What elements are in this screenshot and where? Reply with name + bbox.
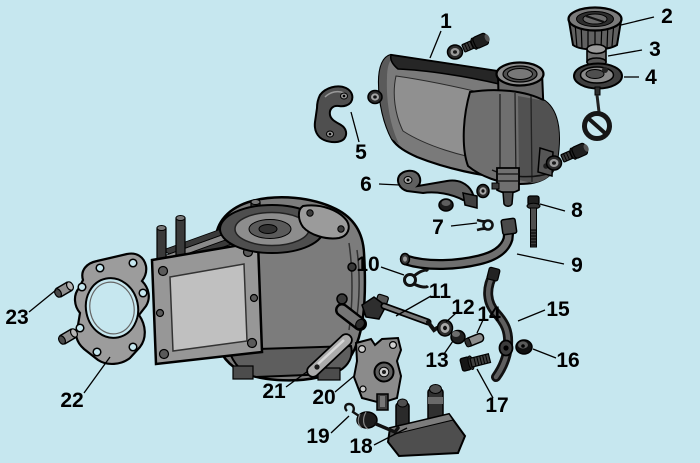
callout-23: 23	[5, 306, 28, 329]
washer-drawing	[436, 319, 454, 337]
callout-21: 21	[262, 380, 286, 403]
leader-line-1	[429, 30, 442, 59]
callout-17: 17	[485, 394, 508, 417]
hose-clamp-drawing	[403, 268, 430, 289]
tank-bolt-washer-right	[545, 142, 589, 171]
nut-drawing	[515, 339, 533, 355]
callout-13: 13	[425, 349, 448, 372]
carb-bolt-drawing	[526, 195, 541, 248]
clevis-pin-drawing	[464, 332, 485, 348]
control-plate-drawing	[352, 336, 403, 411]
leader-line-10	[380, 266, 405, 276]
callout-2: 2	[661, 5, 673, 28]
callout-11: 11	[429, 280, 452, 303]
callout-10: 10	[356, 253, 379, 276]
pivot-pin-drawing	[306, 333, 353, 378]
callout-3: 3	[649, 38, 661, 61]
callout-15: 15	[546, 298, 570, 321]
callout-5: 5	[355, 141, 367, 164]
tank-bracket-lower-drawing	[397, 169, 490, 212]
leader-line-8	[539, 203, 566, 212]
bushing-drawing	[450, 329, 466, 345]
leader-line-15	[517, 309, 546, 322]
leader-line-7	[450, 222, 478, 227]
throttle-lever-drawing	[483, 266, 514, 382]
spring-drawing	[344, 402, 400, 435]
hose-clip-drawing	[476, 218, 494, 232]
callout-14: 14	[477, 303, 501, 326]
leader-line-20	[334, 375, 355, 393]
leader-line-19	[330, 415, 350, 434]
tank-bolt-washer-top	[446, 32, 490, 60]
head-stud	[175, 215, 186, 259]
leader-line-17	[476, 368, 494, 399]
callout-16: 16	[556, 349, 579, 372]
callout-4: 4	[645, 66, 657, 89]
fuel-petcock	[491, 167, 520, 207]
fuel-hose-drawing	[399, 217, 518, 271]
leader-line-11	[395, 295, 432, 317]
leader-line-12	[445, 312, 457, 323]
leader-line-23	[28, 289, 57, 313]
leader-line-5	[350, 111, 360, 143]
callout-22: 22	[60, 389, 83, 412]
dowel-pins-drawing	[53, 281, 79, 345]
callout-8: 8	[571, 199, 583, 222]
stop-bracket-drawing	[386, 384, 467, 458]
callout-9: 9	[571, 254, 583, 277]
leader-line-13	[443, 340, 454, 355]
leader-line-3	[607, 49, 643, 57]
head-stud	[156, 225, 167, 267]
breather-tube	[335, 303, 367, 331]
leader-line-2	[620, 16, 655, 26]
leader-line-21	[285, 370, 309, 388]
leader-line-22	[83, 356, 111, 394]
leader-line-18	[373, 427, 408, 446]
callout-19: 19	[306, 425, 329, 448]
callout-20: 20	[312, 386, 335, 409]
governor-arm-drawing	[361, 293, 439, 333]
cap-gasket-drawing	[573, 62, 623, 141]
callout-12: 12	[451, 296, 474, 319]
fuel-tank-drawing	[377, 53, 560, 207]
leader-line-14	[476, 319, 484, 334]
callout-1: 1	[440, 10, 452, 33]
callout-6: 6	[360, 173, 372, 196]
leader-line-6	[378, 183, 401, 186]
callout-7: 7	[432, 216, 444, 239]
fuel-cap-drawing	[567, 6, 623, 51]
leader-line-9	[516, 253, 565, 265]
callout-18: 18	[349, 435, 373, 458]
leader-line-16	[532, 348, 557, 359]
head-gasket-drawing	[73, 252, 150, 365]
tank-bracket-upper-drawing	[313, 85, 383, 144]
lever-bolt-drawing	[459, 353, 492, 372]
